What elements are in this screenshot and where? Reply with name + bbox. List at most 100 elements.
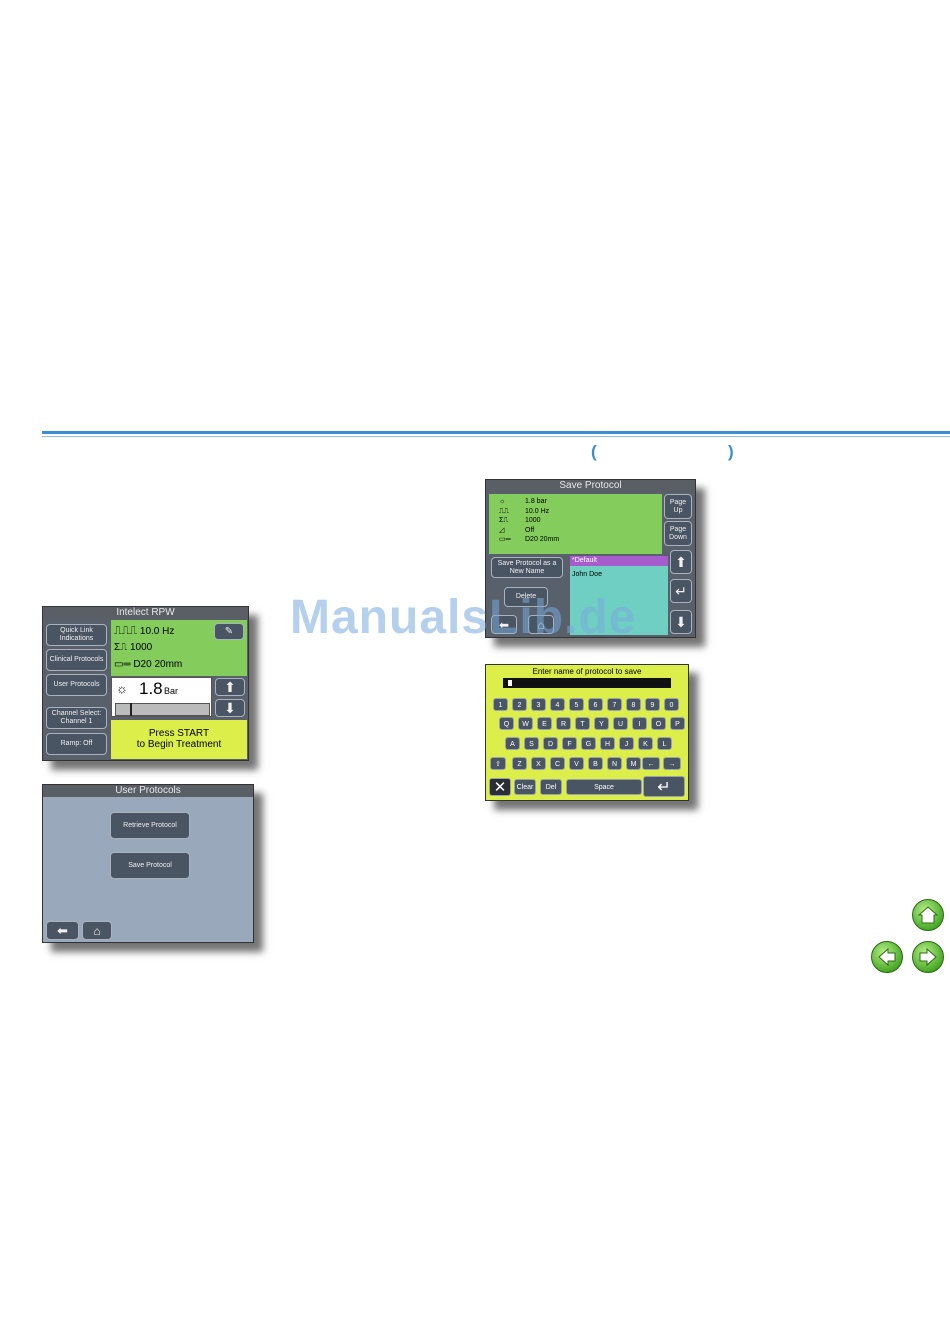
applicator-value: D20 20mm bbox=[133, 659, 183, 670]
key-a[interactable]: A bbox=[505, 737, 520, 750]
delete-button[interactable]: Delete bbox=[504, 587, 548, 607]
enter-key[interactable]: ↵ bbox=[643, 776, 685, 797]
start-line2: to Begin Treatment bbox=[136, 739, 222, 750]
list-item-john-doe[interactable]: John Doe bbox=[572, 571, 602, 578]
back-button[interactable]: ⬅ bbox=[46, 921, 79, 940]
param-ramp: Off bbox=[525, 526, 535, 534]
key-6[interactable]: 6 bbox=[588, 698, 603, 711]
up-button[interactable]: ⬆ bbox=[215, 678, 245, 696]
enter-icon: ↵ bbox=[675, 583, 687, 599]
protocol-params-panel: ☼ ⎍⎍ Σ⎍ ◿ ▭═ 1.8 bar 10.0 Hz 1000 Off D2… bbox=[489, 494, 662, 554]
param-frequency: 10.0 Hz bbox=[525, 507, 550, 515]
user-protocols-title: User Protocols bbox=[43, 785, 253, 797]
key-3[interactable]: 3 bbox=[531, 698, 546, 711]
key-t[interactable]: T bbox=[575, 717, 590, 730]
arrow-up-icon: ⬆ bbox=[224, 679, 236, 695]
close-icon: ✕ bbox=[493, 779, 507, 796]
key-5[interactable]: 5 bbox=[569, 698, 584, 711]
cancel-key[interactable]: ✕ bbox=[489, 778, 511, 796]
key-x[interactable]: X bbox=[531, 757, 546, 770]
param-pressure: 1.8 bar bbox=[525, 498, 547, 505]
edit-button[interactable]: ✎ bbox=[214, 623, 244, 640]
key-y[interactable]: Y bbox=[594, 717, 609, 730]
key-8[interactable]: 8 bbox=[626, 698, 641, 711]
back-button[interactable]: ⬅ bbox=[491, 615, 517, 634]
key-n[interactable]: N bbox=[607, 757, 622, 770]
ramp-button[interactable]: Ramp: Off bbox=[46, 733, 107, 755]
retrieve-protocol-button[interactable]: Retrieve Protocol bbox=[110, 812, 190, 839]
pressure-panel: ☼ 1.8 Bar bbox=[111, 677, 212, 717]
key-w[interactable]: W bbox=[518, 717, 533, 730]
shift-icon: ⇧ bbox=[495, 761, 501, 768]
enter-button[interactable]: ↵ bbox=[670, 579, 692, 603]
key-k[interactable]: K bbox=[638, 737, 653, 750]
down-button[interactable]: ⬇ bbox=[215, 699, 245, 717]
applicator-icon: ▭═ bbox=[114, 659, 131, 670]
key-4[interactable]: 4 bbox=[550, 698, 565, 711]
user-protocols-button[interactable]: User Protocols bbox=[46, 674, 107, 696]
space-key[interactable]: Space bbox=[566, 779, 642, 795]
key-e[interactable]: E bbox=[537, 717, 552, 730]
key-g[interactable]: G bbox=[581, 737, 596, 750]
key-u[interactable]: U bbox=[613, 717, 628, 730]
save-protocol-screen: Save Protocol ☼ ⎍⎍ Σ⎍ ◿ ▭═ 1.8 bar 10.0 … bbox=[485, 479, 696, 638]
key-s[interactable]: S bbox=[524, 737, 539, 750]
key-1[interactable]: 1 bbox=[493, 698, 508, 711]
key-9[interactable]: 9 bbox=[645, 698, 660, 711]
key-j[interactable]: J bbox=[619, 737, 634, 750]
key-z[interactable]: Z bbox=[512, 757, 527, 770]
protocol-list[interactable]: *Default John Doe bbox=[570, 556, 668, 635]
home-button[interactable]: ⌂ bbox=[528, 615, 554, 634]
key-b[interactable]: B bbox=[588, 757, 603, 770]
home-nav-button[interactable] bbox=[912, 899, 944, 931]
main-screen: Intelect RPW Quick Link Indications Clin… bbox=[42, 606, 249, 761]
key-v[interactable]: V bbox=[569, 757, 584, 770]
save-new-name-button[interactable]: Save Protocol as a New Name bbox=[491, 557, 563, 578]
pulse-wave-icon: ⎍⎍⎍ bbox=[114, 625, 138, 637]
key-7[interactable]: 7 bbox=[607, 698, 622, 711]
right-arrow-key[interactable]: → bbox=[663, 757, 681, 770]
list-item-default[interactable]: *Default bbox=[570, 556, 668, 566]
key-o[interactable]: O bbox=[651, 717, 666, 730]
home-button[interactable]: ⌂ bbox=[82, 921, 112, 940]
key-h[interactable]: H bbox=[600, 737, 615, 750]
shift-key[interactable]: ⇧ bbox=[490, 757, 506, 770]
key-c[interactable]: C bbox=[550, 757, 565, 770]
key-m[interactable]: M bbox=[626, 757, 641, 770]
key-2[interactable]: 2 bbox=[512, 698, 527, 711]
page-up-button[interactable]: Page Up bbox=[664, 494, 692, 519]
home-icon bbox=[918, 906, 938, 924]
save-protocol-button[interactable]: Save Protocol bbox=[110, 852, 190, 879]
pressure-slider[interactable] bbox=[115, 703, 210, 716]
left-arrow-key[interactable]: ← bbox=[642, 757, 660, 770]
clear-key[interactable]: Clear bbox=[514, 779, 536, 795]
key-l[interactable]: L bbox=[657, 737, 672, 750]
next-page-button[interactable] bbox=[912, 941, 944, 973]
protocol-name-input[interactable] bbox=[503, 678, 671, 688]
clinical-protocols-button[interactable]: Clinical Protocols bbox=[46, 649, 107, 671]
channel-select-button[interactable]: Channel Select: Channel 1 bbox=[46, 707, 107, 729]
arrow-right-icon: → bbox=[668, 761, 676, 768]
key-f[interactable]: F bbox=[562, 737, 577, 750]
prev-page-button[interactable] bbox=[871, 941, 903, 973]
up-button[interactable]: ⬆ bbox=[670, 550, 692, 574]
applicator-icon: ▭═ bbox=[499, 536, 511, 543]
sum-pulse-icon: Σ⎍ bbox=[114, 642, 128, 653]
prev-icon bbox=[878, 948, 896, 966]
save-protocol-title: Save Protocol bbox=[486, 480, 695, 492]
paren-open: ( bbox=[591, 442, 597, 461]
key-0[interactable]: 0 bbox=[664, 698, 679, 711]
frequency-row: ⎍⎍⎍ 10.0 Hz bbox=[114, 625, 174, 638]
key-r[interactable]: R bbox=[556, 717, 571, 730]
key-i[interactable]: I bbox=[632, 717, 647, 730]
arrow-left-icon: ← bbox=[647, 761, 655, 768]
applicator-row: ▭═ D20 20mm bbox=[114, 659, 182, 670]
del-key[interactable]: Del bbox=[540, 779, 562, 795]
page-down-button[interactable]: Page Down bbox=[664, 521, 692, 546]
key-p[interactable]: P bbox=[670, 717, 685, 730]
slider-handle[interactable] bbox=[130, 703, 132, 716]
key-d[interactable]: D bbox=[543, 737, 558, 750]
down-button[interactable]: ⬇ bbox=[670, 610, 692, 634]
key-q[interactable]: Q bbox=[499, 717, 514, 730]
quick-link-button[interactable]: Quick Link Indications bbox=[46, 624, 107, 646]
